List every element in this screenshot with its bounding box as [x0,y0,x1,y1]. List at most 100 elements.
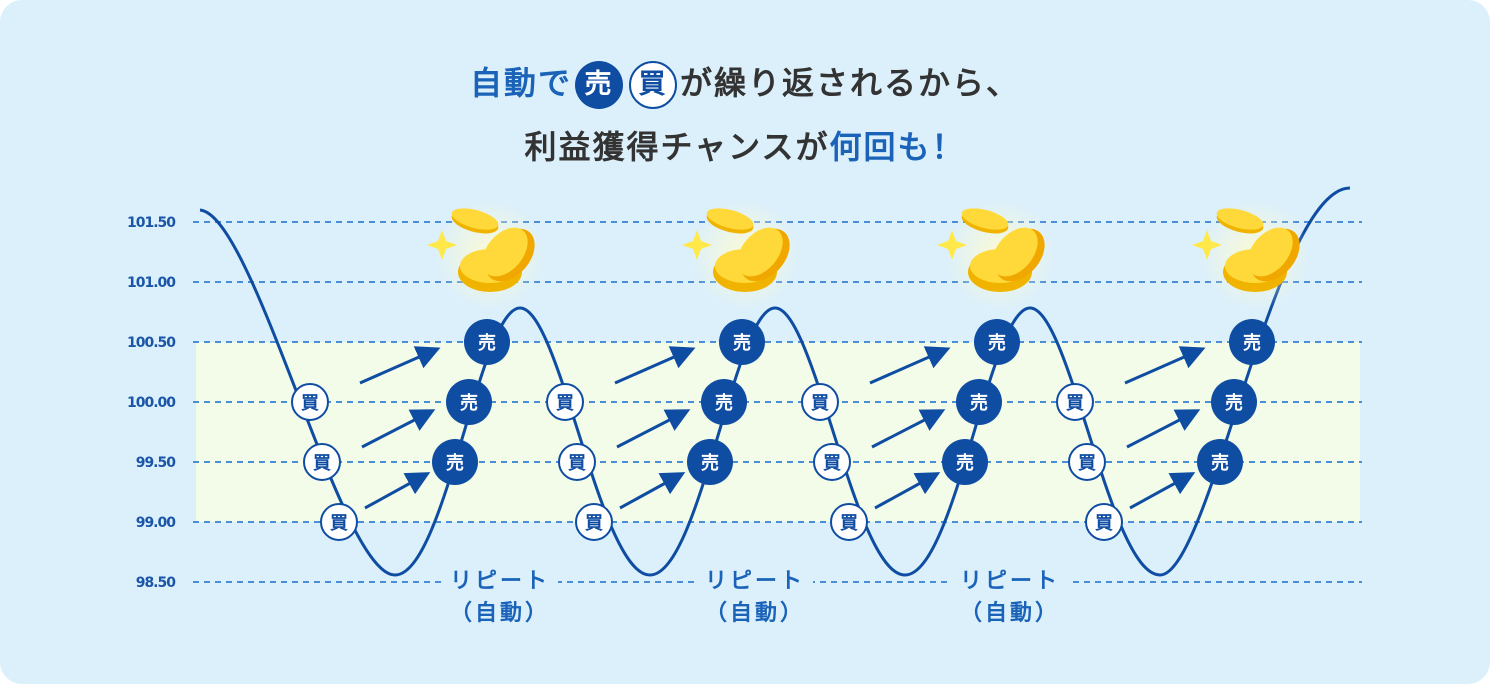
buy-marker-label: 買 [1095,513,1113,534]
sell-marker-label: 売 [701,452,719,474]
arrow-icon [619,472,686,510]
arrow-icon [1126,409,1201,449]
buy-marker [1085,503,1123,541]
sparkle-icon [427,230,457,260]
coin [961,208,1009,230]
sell-marker-label: 売 [1225,392,1243,414]
y-tick-label: 98.50 [136,575,177,591]
y-tick-label: 101.00 [127,275,176,291]
y-tick-label: 99.50 [136,455,177,471]
buy-marker [575,503,613,541]
arrow-icon [361,409,436,449]
sell-marker [687,439,733,485]
sell-marker-label: 売 [478,332,496,354]
repeat-label: リピート [450,569,550,594]
sell-marker [464,319,510,365]
repeat-label-bg [442,566,558,594]
coin [992,227,1038,277]
buy-marker [291,383,329,421]
buy-marker [801,383,839,421]
buy-marker-label: 買 [811,393,829,414]
repeat-label: リピート [705,569,805,594]
arrow-icon [871,409,946,449]
sell-marker [1229,319,1275,365]
coin [1247,227,1293,277]
headline-auto: 自動で [469,64,572,102]
trade-range-band [196,342,1360,522]
coins-icon [427,200,545,310]
coin [706,208,754,230]
repeat-auto-label: （自動） [960,600,1060,626]
sell-marker [1211,379,1257,425]
sell-marker-label: 売 [733,332,751,354]
buy-marker-label: 買 [330,513,348,534]
coin [737,227,783,277]
buy-marker [830,503,868,541]
coin [1216,208,1264,230]
arrow-icon [874,472,941,510]
buy-marker-label: 買 [1078,453,1096,474]
y-tick-label: 100.50 [127,335,176,351]
y-tick-label: 99.00 [136,515,177,531]
buy-marker-label: 買 [823,453,841,474]
price-line [199,186,1351,577]
arrow-icon [359,346,441,385]
buy-marker-label: 買 [840,513,858,534]
coins-icon [937,200,1055,310]
headline-line-2: 利益獲得チャンスが何回も！ [0,122,1490,168]
buy-marker-label: 買 [568,453,586,474]
arrow-icon [869,346,951,385]
headline-text: が繰り返されるから、 [680,64,1021,102]
sell-marker [446,379,492,425]
sell-marker-label: 売 [1211,452,1229,474]
repeat-label-bg [952,566,1068,594]
coin [482,227,528,277]
sparkle-icon [682,230,712,260]
sell-marker-label: 売 [460,392,478,414]
coins-icon [682,200,800,310]
sell-marker [432,439,478,485]
sell-marker-label: 売 [956,452,974,474]
sell-marker-label: 売 [988,332,1006,354]
repeat-label-bg [697,566,813,594]
sell-marker-label: 売 [715,392,733,414]
coins-icon [1192,200,1310,310]
buy-marker-label: 買 [1066,393,1084,414]
sell-marker [942,439,988,485]
sparkle-icon [1192,230,1222,260]
sell-marker [701,379,747,425]
coin [451,208,499,230]
repeat-auto-label: （自動） [705,600,805,626]
sell-marker [719,319,765,365]
buy-marker-label: 買 [556,393,574,414]
buy-marker [1056,383,1094,421]
buy-marker [813,443,851,481]
arrow-icon [364,472,431,510]
headline-text-2: 利益獲得チャンスが [524,128,830,166]
sell-badge: 売 [575,61,623,109]
arrow-icon [616,409,691,449]
sparkle-icon [937,230,967,260]
sell-marker-label: 売 [1243,332,1261,354]
sell-marker [1197,439,1243,485]
buy-marker [1068,443,1106,481]
buy-marker [558,443,596,481]
headline-line-1: 自動で売買が繰り返されるから、 [0,58,1490,109]
buy-marker-label: 買 [313,453,331,474]
y-tick-label: 101.50 [127,215,176,231]
buy-marker [320,503,358,541]
sell-marker [956,379,1002,425]
sell-marker-label: 売 [970,392,988,414]
buy-badge: 買 [629,61,677,109]
arrow-icon [1124,346,1206,385]
y-tick-label: 100.00 [127,395,176,411]
arrow-icon [1129,472,1196,510]
sell-marker-label: 売 [446,452,464,474]
buy-marker [303,443,341,481]
headline-highlight: 何回も！ [829,128,966,166]
buy-marker [546,383,584,421]
buy-marker-label: 買 [301,393,319,414]
arrow-icon [614,346,696,385]
